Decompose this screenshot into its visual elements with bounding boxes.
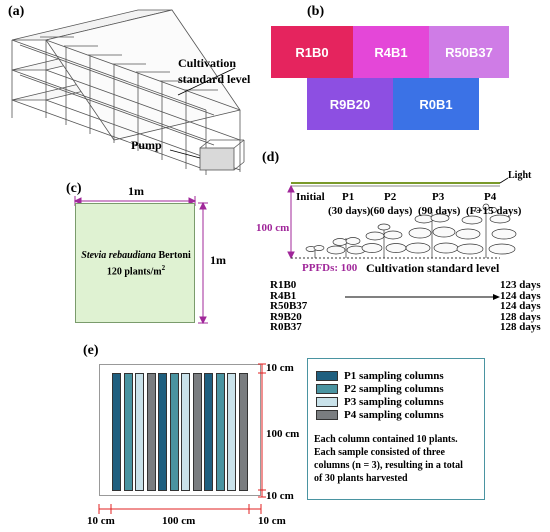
light-cell-r0b1: R0B1 [393,78,479,130]
panel-a-label: (a) [8,4,25,19]
sampling-columns [112,373,248,491]
column-p4 [192,373,202,491]
stage-p1: P1 [342,191,355,203]
dim-mid-100cm: 100 cm [162,515,196,527]
stage-p2-days: (60 days) [370,205,413,217]
plant-initial-icon [305,245,325,258]
legend-item-p4: P4 sampling columns [316,408,444,421]
plant-p3-icon [405,212,459,258]
height-label-100cm: 100 cm [256,222,290,234]
cultivation-standard-level-label: Cultivation standard level [366,261,500,275]
treatment-r4b1: R4B1 [270,289,297,302]
light-cell-r50b37: R50B37 [429,26,509,78]
column-p4 [146,373,156,491]
stage-p4: P4 [484,191,497,203]
legend-item-p1: P1 sampling columns [316,369,444,382]
legend-swatch-p2 [316,383,338,394]
legend-swatch-p4 [316,409,338,420]
light-label: Light [508,170,532,181]
column-p1 [158,373,168,491]
legend-item-p2: P2 sampling columns [316,382,444,395]
stage-p4-days: (F+15 days) [466,205,522,217]
planting-area-dimension-arrows [73,196,208,325]
duration-r0b37: 128 days [500,321,541,334]
column-p3 [135,373,145,491]
pump-label: Pump [131,138,162,152]
duration-list: 123 days 124 days 124 days 128 days 128 … [500,280,541,333]
legend: P1 sampling columns P2 sampling columns … [316,369,444,421]
legend-swatch-p1 [316,370,338,381]
panel-b-label: (b) [307,4,325,19]
panel-e-label: (e) [83,343,99,358]
planting-density: 120 plants/m2 [106,264,166,278]
sampling-layout [99,364,261,496]
treatment-r9b20: R9B20 [270,310,302,323]
growth-stage-diagram [287,177,517,300]
planting-area: Stevia rebaudiana Bertoni 120 plants/m2 [75,203,195,323]
dim-left-10cm: 10 cm [87,515,115,527]
panel-c-label: (c) [66,181,82,196]
duration-r4b1: 124 days [500,289,541,302]
treatment-r0b37: R0B37 [270,321,302,334]
dim-right-100cm: 100 cm [266,428,300,440]
stage-initial: Initial [296,191,325,203]
treatment-list: R1B0 R4B1 R50B37 R9B20 R0B37 [270,280,307,333]
stage-p3-days: (90 days) [418,205,461,217]
width-label-1m: 1m [128,184,144,198]
height-label-1m: 1m [210,253,226,267]
column-p2 [215,373,225,491]
stage-p2: P2 [384,191,397,203]
species-author: Bertoni [156,250,191,261]
dim-right-bottom-10cm: 10 cm [258,515,286,527]
plant-p4-icon [455,203,517,258]
cultivation-label-line-2: standard level [178,72,251,86]
legend-swatch-p3 [316,396,338,407]
sampling-note: Each column contained 10 plants. Each sa… [314,434,463,484]
stage-p1-days: (30 days) [328,205,371,217]
column-p3 [227,373,237,491]
ppfd-label: PPFDs: 100 [302,262,358,274]
column-p2 [123,373,133,491]
legend-item-p3: P3 sampling columns [316,395,444,408]
stage-p3: P3 [432,191,445,203]
duration-r50b37: 124 days [500,300,541,313]
panel-d-label: (d) [262,150,280,165]
dim-top-10cm: 10 cm [266,362,294,374]
column-p1 [112,373,121,491]
treatment-r1b0: R1B0 [270,279,297,291]
column-p1 [204,373,214,491]
species-name: Stevia rebaudiana Bertoni [76,250,196,261]
light-cell-r1b0: R1B0 [271,26,353,78]
duration-r1b0: 123 days [500,279,541,291]
column-p3 [181,373,191,491]
treatment-r50b37: R50B37 [270,300,308,313]
column-p4 [238,373,248,491]
dim-bottom-right-10cm: 10 cm [266,490,294,502]
light-cell-r4b1: R4B1 [353,26,429,78]
cultivation-rack-illustration [11,9,245,175]
plant-p2-icon [361,223,407,258]
column-p2 [169,373,179,491]
duration-r9b20: 128 days [500,310,541,323]
light-cell-r9b20: R9B20 [307,78,393,130]
cultivation-label-line-1: Cultivation [178,56,237,70]
legend-and-note-box: P1 sampling columns P2 sampling columns … [307,358,485,500]
species-italic: Stevia rebaudiana [81,250,156,261]
